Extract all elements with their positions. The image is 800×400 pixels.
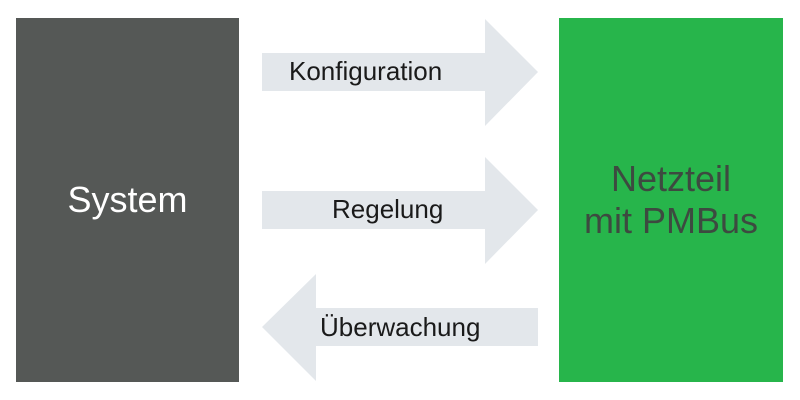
system-label: System: [67, 179, 188, 220]
arrow-label-ueberwachung: Überwachung: [320, 312, 481, 342]
arrow-regelung: [262, 157, 538, 264]
power-supply-box: Netzteil mit PMBus: [559, 18, 783, 382]
power-supply-label: Netzteil mit PMBus: [583, 158, 759, 241]
arrow-konfiguration: [262, 19, 538, 126]
system-box: System: [16, 18, 239, 382]
arrow-label-regelung: Regelung: [332, 194, 444, 224]
arrow-label-konfiguration: Konfiguration: [289, 56, 443, 86]
arrow-ueberwachung: [262, 274, 538, 381]
